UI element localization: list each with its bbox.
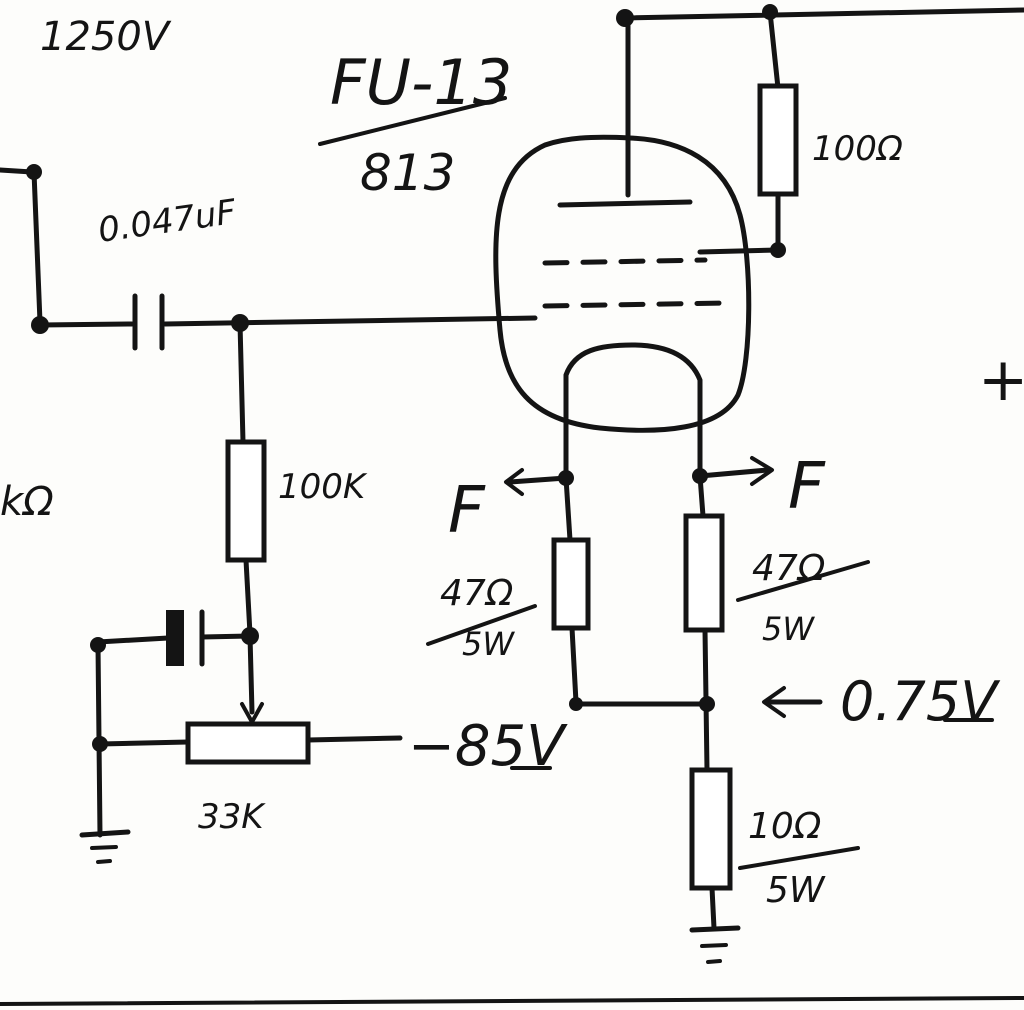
sheet-bottom-edge bbox=[0, 996, 1024, 1006]
cathode-voltage-label: 0.75V bbox=[840, 670, 1001, 733]
plate-supply-rail bbox=[616, 4, 1024, 198]
screen-resistor bbox=[697, 83, 799, 258]
filament-res-left-divider bbox=[426, 604, 537, 646]
filament-right-branch bbox=[683, 425, 774, 773]
filament-res-left-value: 47Ω bbox=[440, 573, 514, 614]
tube-label-divider bbox=[318, 96, 507, 146]
cathode-res-divider bbox=[738, 846, 860, 870]
left-edge-fragment-label: kΩ bbox=[0, 479, 54, 525]
grid-resistor bbox=[225, 320, 267, 724]
coupling-capacitor bbox=[132, 293, 165, 351]
filament-left-label: F bbox=[448, 474, 486, 548]
tube-alt-label: 813 bbox=[360, 144, 455, 202]
cathode-resistor bbox=[689, 767, 733, 931]
filament-left-branch bbox=[504, 425, 709, 711]
tube-type-label: FU-13 bbox=[330, 46, 512, 119]
filament-res-right-divider bbox=[736, 560, 870, 602]
cathode-res-power: 5W bbox=[766, 870, 826, 911]
filament-res-right-power: 5W bbox=[762, 610, 815, 648]
screen-resistor-label: 100Ω bbox=[812, 129, 903, 169]
filament-res-right-value: 47Ω bbox=[752, 548, 826, 589]
cathode-voltage-arrow bbox=[762, 686, 823, 718]
plus-sign-label: + bbox=[978, 345, 1024, 415]
ground-symbol-right bbox=[689, 925, 741, 964]
supply-voltage-label: 1250V bbox=[40, 14, 172, 60]
coupling-capacitor-label: 0.047uF bbox=[96, 192, 239, 251]
bias-potentiometer bbox=[92, 642, 403, 838]
bypass-capacitor bbox=[90, 609, 253, 667]
filament-res-left-power: 5W bbox=[462, 625, 515, 663]
potentiometer-label: 33K bbox=[198, 797, 266, 837]
ground-symbol-left bbox=[79, 829, 131, 864]
vacuum-tube bbox=[493, 134, 752, 433]
filament-right-label: F bbox=[788, 450, 826, 524]
cathode-res-value: 10Ω bbox=[748, 806, 822, 847]
grid-resistor-label: 100K bbox=[278, 467, 368, 507]
